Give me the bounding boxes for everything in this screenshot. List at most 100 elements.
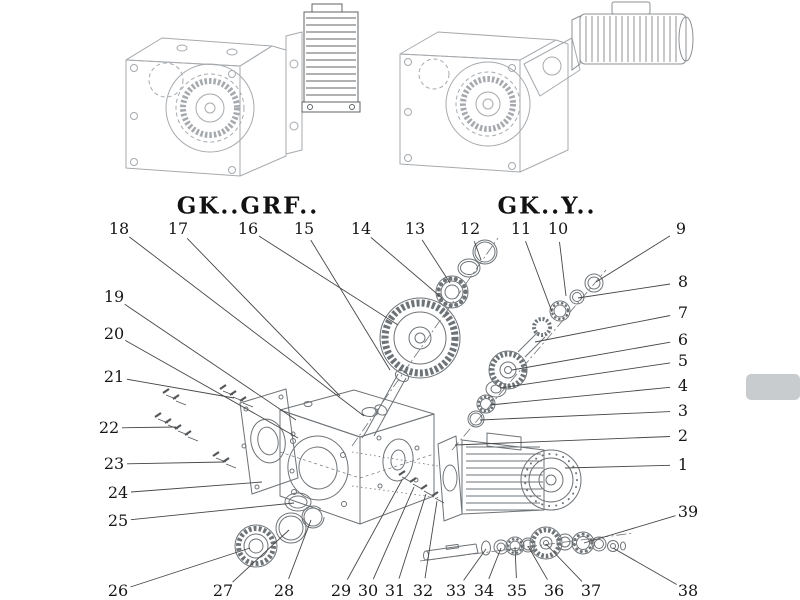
callout-2: 2 — [677, 426, 689, 445]
motor-fasteners-drawing — [398, 470, 445, 504]
leader-line-36 — [527, 545, 548, 580]
axis-line — [451, 269, 607, 451]
leader-line-33 — [463, 548, 487, 581]
leader-line-34 — [488, 547, 502, 580]
housing-drawing — [279, 389, 435, 525]
leader-line-19 — [124, 303, 297, 421]
gearbox-grf-drawing — [125, 31, 303, 177]
leader-line-25 — [130, 502, 295, 521]
callout-13: 13 — [404, 219, 426, 238]
leader-line-10 — [559, 241, 567, 297]
callout-24: 24 — [107, 483, 129, 502]
leader-line-6 — [511, 341, 671, 371]
model-label-y: GK..Y.. — [497, 192, 597, 220]
leader-line-2 — [454, 436, 671, 446]
gearbox-y-drawing — [399, 31, 581, 173]
leader-line-31 — [398, 493, 427, 579]
leader-line-39 — [583, 515, 676, 544]
callout-12: 12 — [459, 219, 481, 238]
leader-line-13 — [421, 239, 451, 284]
leader-line-3 — [479, 411, 671, 421]
callout-19: 19 — [103, 287, 125, 306]
y-motor-drawing — [571, 1, 694, 71]
leader-line-32 — [424, 500, 438, 579]
seal-rings-drawing — [234, 492, 325, 568]
callout-14: 14 — [350, 219, 372, 238]
leader-line-12 — [473, 241, 482, 261]
leader-line-22 — [121, 426, 177, 429]
model-label-grf: GK..GRF.. — [176, 192, 320, 220]
callout-6: 6 — [677, 330, 689, 349]
large-gear-drawing — [379, 297, 461, 379]
bevel-pinion-branch-drawing — [467, 273, 604, 428]
callout-39: 39 — [677, 502, 699, 521]
leader-line-4 — [489, 386, 671, 406]
callout-15: 15 — [293, 219, 315, 238]
leader-line-21 — [126, 378, 235, 399]
leader-line-23 — [126, 461, 225, 465]
grf-input-adapter-drawing — [301, 3, 361, 113]
callout-9: 9 — [675, 219, 687, 238]
exploded-view-drawing — [154, 237, 635, 568]
leader-line-11 — [525, 241, 553, 313]
callout-11: 11 — [510, 219, 532, 238]
leader-line-24 — [130, 481, 263, 493]
leader-line-14 — [370, 237, 443, 299]
leader-line-30 — [372, 486, 415, 580]
leader-line-8 — [577, 283, 671, 299]
output-shaft-drawing — [423, 526, 626, 561]
callout-10: 10 — [547, 219, 569, 238]
callout-37: 37 — [580, 581, 602, 600]
callout-28: 28 — [273, 581, 295, 600]
input-shaft-drawing — [361, 369, 410, 439]
leader-line-28 — [288, 519, 312, 579]
leader-line-37 — [545, 543, 583, 582]
leader-line-16 — [258, 235, 399, 326]
leader-line-26 — [130, 547, 251, 588]
upper-bearing-drawing — [435, 239, 498, 309]
leader-lines — [121, 235, 677, 588]
callout-1: 1 — [677, 455, 689, 474]
callout-25: 25 — [107, 511, 129, 530]
leader-line-35 — [514, 546, 517, 579]
callout-8: 8 — [677, 272, 689, 291]
leader-line-27 — [232, 529, 290, 583]
callout-38: 38 — [677, 581, 699, 600]
leader-line-9 — [595, 235, 671, 283]
motor-drawing — [351, 432, 582, 522]
leader-line-38 — [612, 547, 677, 585]
callout-22: 22 — [98, 418, 120, 437]
callout-3: 3 — [677, 401, 689, 420]
callout-23: 23 — [103, 454, 125, 473]
leader-line-18 — [129, 236, 365, 417]
leader-line-1 — [564, 464, 671, 469]
callout-20: 20 — [103, 324, 125, 343]
mounting-bolts-drawing — [154, 384, 254, 469]
callout-5: 5 — [677, 351, 689, 370]
callout-31: 31 — [384, 581, 406, 600]
leader-line-7 — [534, 315, 671, 343]
leader-line-5 — [499, 362, 671, 389]
callout-18: 18 — [108, 219, 130, 238]
callout-33: 33 — [445, 581, 467, 600]
callout-7: 7 — [677, 303, 689, 322]
callout-29: 29 — [330, 581, 352, 600]
callout-32: 32 — [412, 581, 434, 600]
callout-26: 26 — [107, 581, 129, 600]
callout-16: 16 — [237, 219, 259, 238]
callout-27: 27 — [212, 581, 234, 600]
leader-line-20 — [125, 340, 299, 439]
leader-line-29 — [346, 479, 403, 580]
callout-4: 4 — [677, 376, 689, 395]
callout-17: 17 — [167, 219, 189, 238]
callout-21: 21 — [103, 367, 125, 386]
leader-line-17 — [186, 237, 341, 397]
watermark — [746, 374, 800, 400]
callout-36: 36 — [543, 581, 565, 600]
callout-30: 30 — [357, 581, 379, 600]
callout-35: 35 — [506, 581, 528, 600]
leader-line-15 — [310, 239, 391, 371]
